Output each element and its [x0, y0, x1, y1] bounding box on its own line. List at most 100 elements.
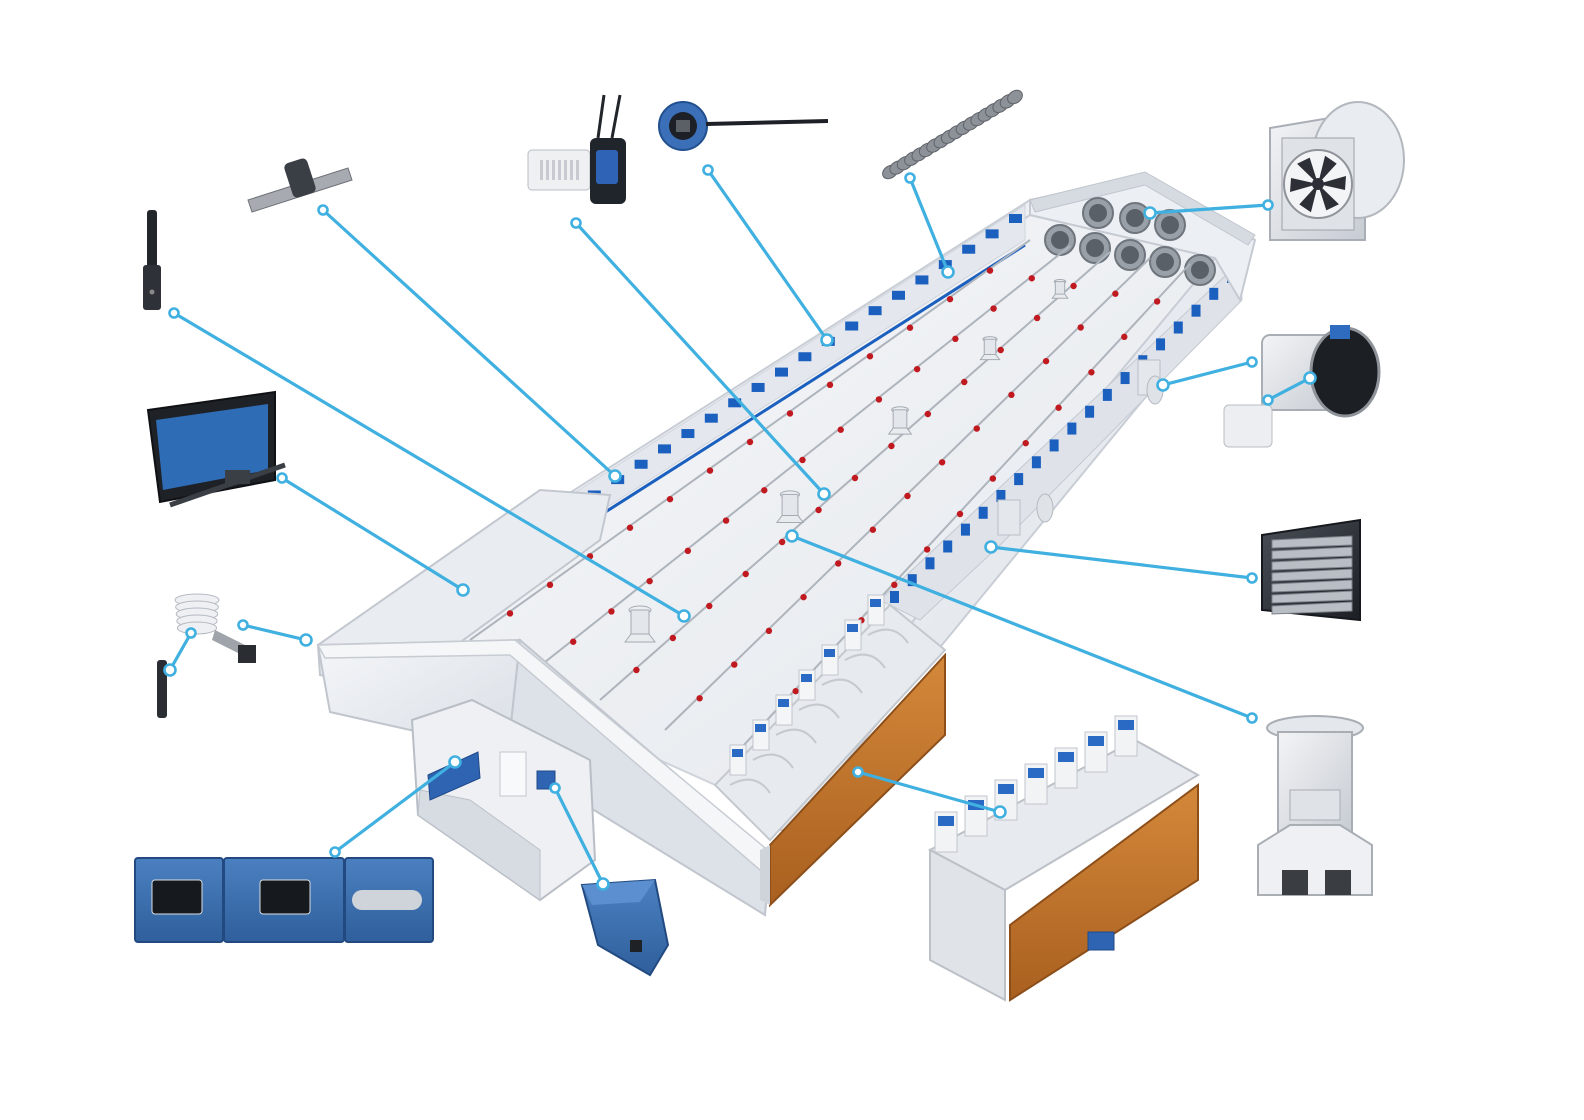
drinker-nipple: [633, 666, 640, 674]
drinker-nipple: [906, 324, 914, 331]
tunnel-fan-icon[interactable]: [1269, 101, 1405, 241]
shutter-slat: [1271, 546, 1353, 560]
drinker-nipple: [826, 381, 834, 389]
fan-hub: [1312, 178, 1324, 190]
cell-window: [778, 699, 789, 707]
callout-dot: [549, 782, 561, 794]
chimney-base: [624, 633, 656, 643]
house-side-wall-outer: [879, 260, 1243, 621]
window: [1173, 321, 1183, 334]
drinker-nipple: [646, 577, 653, 585]
shutter-fan-icon[interactable]: [1261, 518, 1361, 622]
pressure-sensor-icon[interactable]: [658, 101, 829, 151]
fan-blade: [1318, 184, 1339, 211]
window: [985, 229, 999, 239]
fan-hub: [1051, 231, 1069, 249]
callout-dot: [185, 627, 197, 639]
poultry-house: [316, 171, 1257, 917]
window: [890, 591, 899, 603]
callout-dot: [941, 265, 955, 279]
cell-arc: [729, 778, 771, 794]
window: [892, 290, 905, 300]
cooling-pad-icon[interactable]: [927, 715, 1201, 1002]
window: [775, 367, 788, 377]
chimney-base: [1051, 293, 1069, 299]
drinker-nipple: [765, 627, 773, 635]
fan-blade: [1318, 176, 1346, 190]
callout-dot: [456, 583, 470, 597]
drinker-nipple: [1033, 314, 1041, 322]
chimney-body: [1054, 281, 1066, 296]
co2-sensor-icon[interactable]: [247, 157, 353, 213]
callout-dot: [1303, 371, 1317, 385]
drinker-nipple: [666, 495, 674, 503]
chimney-fan-icon[interactable]: [1223, 325, 1381, 448]
callout-dot: [596, 877, 610, 891]
callout-dot: [993, 805, 1007, 819]
vent-slot: [564, 160, 567, 180]
cell-arc: [867, 628, 909, 644]
callout-line: [908, 176, 950, 274]
callout-dot: [168, 307, 180, 319]
vent-slot: [570, 160, 573, 180]
shutter-slat: [1271, 568, 1353, 582]
cell-window: [801, 674, 812, 682]
window: [1209, 287, 1219, 300]
shutter-slat: [1271, 590, 1353, 604]
vent-slot: [540, 160, 543, 180]
chimney-base: [887, 427, 913, 435]
cooling-pad-frame: [760, 845, 770, 905]
callout-dot: [1262, 199, 1274, 211]
window: [798, 352, 812, 362]
callout-line: [333, 760, 457, 854]
window: [1009, 214, 1022, 223]
window: [915, 275, 929, 285]
heater-tube-icon[interactable]: [880, 87, 1025, 181]
callout-line: [553, 786, 605, 886]
callout-dot: [299, 633, 313, 647]
light-trap-icon[interactable]: [580, 878, 670, 977]
drinker-nipple: [888, 442, 895, 450]
callout-line: [1266, 376, 1312, 402]
drinker-nipple: [746, 438, 754, 446]
window: [845, 321, 859, 331]
cell-window: [938, 816, 954, 826]
callout-line: [168, 631, 193, 672]
drinker-nipple: [973, 425, 980, 432]
vent-slot: [558, 160, 561, 180]
antenna-icon[interactable]: [143, 210, 161, 310]
callout-dot: [702, 164, 714, 176]
control-panel-icon[interactable]: [134, 857, 434, 943]
humidity-sensor-icon[interactable]: [527, 94, 626, 204]
window: [925, 557, 935, 570]
side-wall-inlets: [997, 359, 1164, 536]
fan-blade: [1297, 157, 1318, 184]
cell-arc: [752, 753, 794, 769]
drinker-nipple: [778, 538, 786, 546]
weather-station-icon[interactable]: [157, 593, 256, 718]
callout-dot: [1246, 712, 1258, 724]
chimney-body: [630, 609, 650, 637]
drinker-nipple: [869, 526, 877, 533]
exhaust-chimney-icon[interactable]: [1257, 715, 1373, 896]
chimney-body: [781, 493, 799, 518]
drinker-nipple: [761, 487, 768, 494]
drinker-nipple: [989, 475, 997, 482]
drinker-nipple: [866, 353, 874, 360]
cell-window: [998, 784, 1014, 794]
drinker-nipple: [608, 608, 615, 615]
callout-dot: [1143, 206, 1157, 220]
drinker-nipple: [684, 547, 692, 555]
vent-slot: [546, 160, 549, 180]
drinker-nipple: [1022, 439, 1029, 447]
cell-window: [870, 599, 881, 607]
window: [907, 574, 917, 587]
drinker-nipple: [570, 638, 577, 645]
wall-inlet-icon[interactable]: [146, 390, 286, 508]
window: [728, 398, 742, 408]
fan-blade: [1299, 184, 1319, 213]
drinker-nipple: [1121, 333, 1128, 341]
callout-line: [790, 534, 1254, 720]
drinker-nipple: [696, 695, 703, 702]
fan-hub: [1161, 216, 1179, 234]
